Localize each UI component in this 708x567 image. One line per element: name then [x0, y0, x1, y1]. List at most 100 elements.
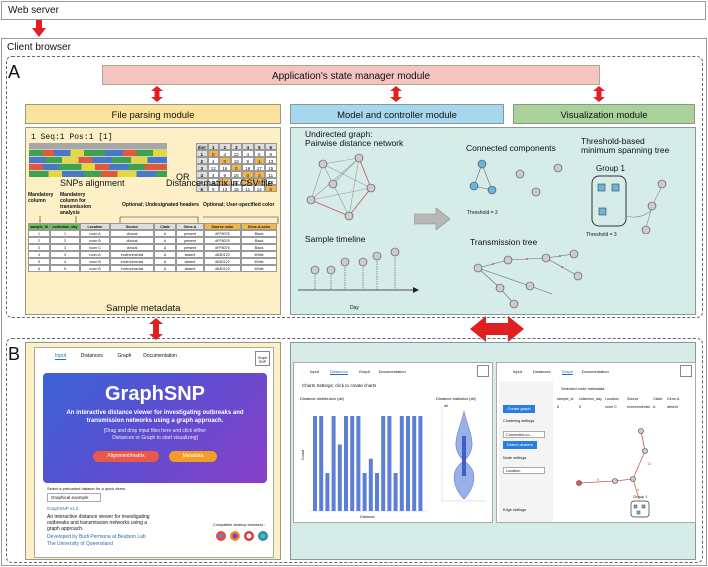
tab-input[interactable]: Input: [310, 369, 319, 374]
snp-alignment-image: [29, 143, 167, 177]
matrix-cell: 9: [207, 185, 219, 192]
client-browser-label: Client browser: [7, 42, 71, 53]
tab-distances[interactable]: Distances: [533, 369, 551, 374]
panel-a: [6, 56, 703, 318]
metadata-cell: clinical: [110, 237, 154, 244]
day-axis-label: Day: [350, 305, 359, 311]
metadata-cell: clinical: [110, 230, 154, 237]
panel-b: [6, 338, 703, 563]
matrix-cell: 16: [230, 157, 242, 164]
tab-graph[interactable]: Graph: [117, 353, 132, 359]
tab-documentation[interactable]: Documentation: [143, 353, 177, 359]
alignment-button-label: Alignment/matrix: [107, 453, 145, 459]
panel-a-letter: A: [8, 62, 21, 82]
matrix-cell: 12: [207, 164, 219, 171]
mini-logo: [477, 365, 489, 377]
metadata-header-cell: collection_day: [50, 223, 80, 230]
metadata-cell: A: [154, 251, 176, 258]
metadata-cell: room C: [80, 244, 110, 251]
metadata-cell: environmental: [110, 258, 154, 265]
matrix-header-cell: 2: [219, 143, 231, 150]
matrix-cell: 15: [230, 185, 242, 192]
double-arrow-icon: [390, 86, 402, 102]
metadata-header-cell: Source: [110, 223, 154, 230]
matrix-cell: 14: [265, 178, 277, 185]
histogram-bar: [368, 458, 373, 511]
metadata-cell: absent: [176, 251, 204, 258]
optional-user-color-label: Optional; User-specified color: [203, 202, 275, 208]
node-settings-label: Node settings: [503, 456, 527, 460]
create-graph-button[interactable]: Create graph: [503, 405, 535, 413]
web-server-label: Web server: [8, 5, 59, 16]
university-link[interactable]: The University of Queensland: [47, 541, 113, 547]
mandatory-column-label: Mandatory column: [28, 192, 54, 204]
distances-screenshot: Input Distances Graph Documentation Charts …: [293, 362, 493, 523]
histogram-bar: [313, 416, 317, 511]
tab-input[interactable]: Input: [513, 369, 522, 374]
matrix-cell: 3: [242, 178, 254, 185]
dataset-label: Select a preloaded dataset for a quick d…: [47, 486, 126, 491]
histogram-bar: [337, 444, 342, 511]
alignment-upload-button[interactable]: Alignment/matrix: [93, 451, 159, 462]
metadata-button-label: Metadata: [182, 453, 204, 459]
tab-graph[interactable]: Graph: [358, 369, 370, 374]
metadata-header-cell: Clade: [154, 223, 176, 230]
metadata-cell: room B: [80, 265, 110, 272]
histogram-bar: [418, 416, 423, 511]
histogram-bar: [325, 473, 330, 511]
matrix-header-cell: 1: [207, 143, 219, 150]
metadata-value: room C: [605, 405, 617, 409]
state-manager-label: Application's state manager module: [271, 71, 431, 82]
matrix-cell: 13: [265, 157, 277, 164]
histogram-bar: [362, 473, 367, 511]
graph-sidebar: [499, 381, 553, 522]
metadata-value: 6: [557, 405, 559, 409]
histogram-title: Distance distribution (all): [300, 396, 344, 401]
matrix-cell: 4: [242, 150, 254, 157]
tab-documentation[interactable]: Documentation: [581, 369, 609, 374]
metadata-value: A: [653, 405, 656, 409]
mandatory-transmission-label: Mandatory column for transmission analys…: [60, 192, 92, 216]
metadata-cell: #63D122: [204, 265, 241, 272]
matrix-cell: 2: [196, 157, 208, 164]
visualization-module: Visualization module: [513, 104, 695, 124]
tab-distances[interactable]: Distances: [80, 353, 103, 359]
metadata-header: Location: [605, 397, 619, 401]
metadata-cell: room A: [80, 251, 110, 258]
tab-input[interactable]: Input: [55, 353, 67, 360]
metadata-upload-button[interactable]: Metadata: [169, 451, 217, 462]
svg-text:4: 4: [637, 487, 640, 492]
histogram-bar: [344, 416, 348, 511]
histogram-bar: [331, 416, 336, 511]
metadata-cell: #FF8076: [204, 244, 241, 251]
clustering-settings-label: Clustering settings: [503, 419, 535, 423]
matrix-cell: 0: [230, 164, 242, 171]
snp-alignment-label: SNPs alignment: [60, 178, 125, 188]
hero-banner[interactable]: GraphSNP An interactive distance viewer …: [43, 373, 267, 483]
charts-settings-label[interactable]: Charts Settings: click to create charts: [302, 383, 377, 388]
method-select[interactable]: Connected co...: [503, 431, 545, 438]
panel-b-letter: B: [8, 344, 21, 364]
metadata-cell: A: [154, 258, 176, 265]
tab-graph[interactable]: Graph: [561, 369, 573, 375]
group1-label-a: Group 1: [596, 164, 625, 173]
matrix-cell: 16: [230, 171, 242, 178]
graph-screenshot: Input Distances Graph Documentation Create …: [496, 362, 696, 523]
metadata-cell: 6: [28, 265, 50, 272]
mst-graph: [591, 175, 667, 234]
tab-distances[interactable]: Distances: [330, 369, 348, 375]
dataset-select[interactable]: Graphical example: [47, 493, 101, 502]
double-arrow-icon: [151, 86, 163, 102]
color-by-select[interactable]: Location: [503, 467, 545, 474]
matrix-cell: 4: [196, 171, 208, 178]
tab-documentation[interactable]: Documentation: [378, 369, 406, 374]
metadata-cell: environmental: [110, 265, 154, 272]
metadata-header-cell: Source color: [204, 223, 241, 230]
metadata-header: Clade: [653, 397, 663, 401]
distance-violin: [441, 406, 486, 502]
matrix-cell: 9: [242, 157, 254, 164]
detect-clusters-button[interactable]: Detect clusters: [503, 441, 537, 449]
metadata-header-cell: sample_id: [28, 223, 50, 230]
metadata-cell: clinical: [110, 244, 154, 251]
